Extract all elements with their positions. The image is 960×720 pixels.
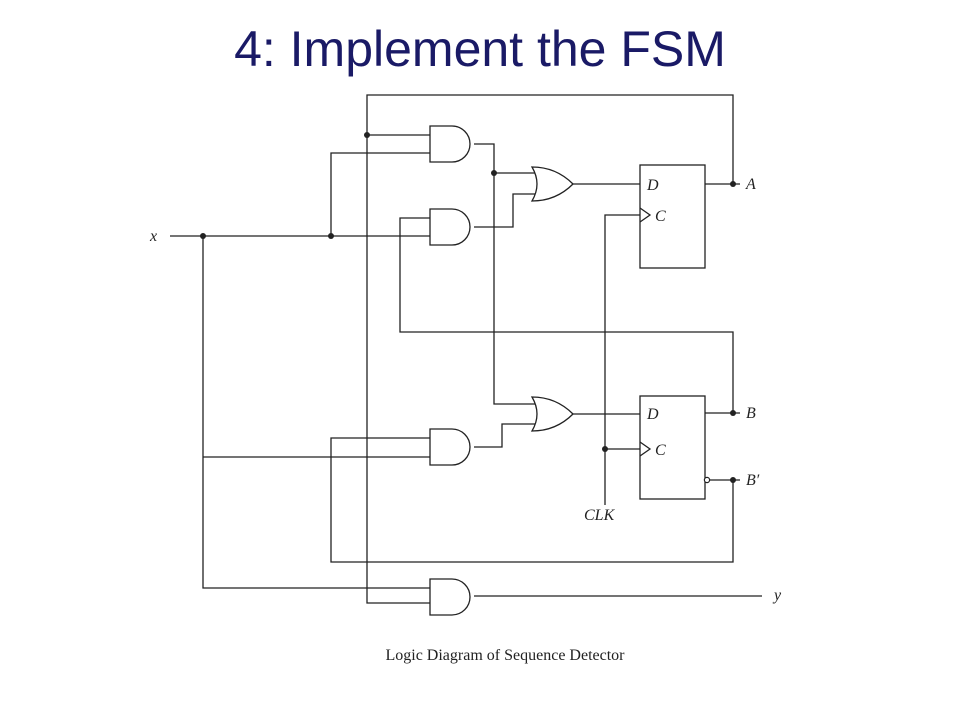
and-gate-4 — [429, 578, 471, 616]
input-x-label: x — [149, 228, 157, 245]
output-b-prime-label: B′ — [746, 472, 760, 489]
and-gate-2 — [429, 208, 471, 246]
or-gate-2 — [530, 396, 574, 432]
flip-flop-b: D C — [639, 395, 711, 500]
inverted-output-bubble — [703, 476, 711, 484]
ff-b-c-label: C — [655, 442, 666, 459]
output-y-label: y — [772, 587, 782, 604]
clock-label: CLK — [584, 507, 616, 524]
and-gate-3 — [429, 428, 471, 466]
junctions — [200, 132, 736, 483]
slide-title: 4: Implement the FSM — [234, 21, 726, 77]
diagram-caption: Logic Diagram of Sequence Detector — [385, 647, 625, 664]
flip-flop-a: D C — [639, 164, 706, 269]
and-gate-1 — [429, 125, 471, 163]
ff-a-d-label: D — [646, 177, 659, 194]
ff-b-d-label: D — [646, 406, 659, 423]
ff-a-c-label: C — [655, 208, 666, 225]
output-b-label: B — [746, 405, 756, 422]
output-a-label: A — [745, 176, 756, 193]
or-gate-1 — [530, 166, 574, 202]
